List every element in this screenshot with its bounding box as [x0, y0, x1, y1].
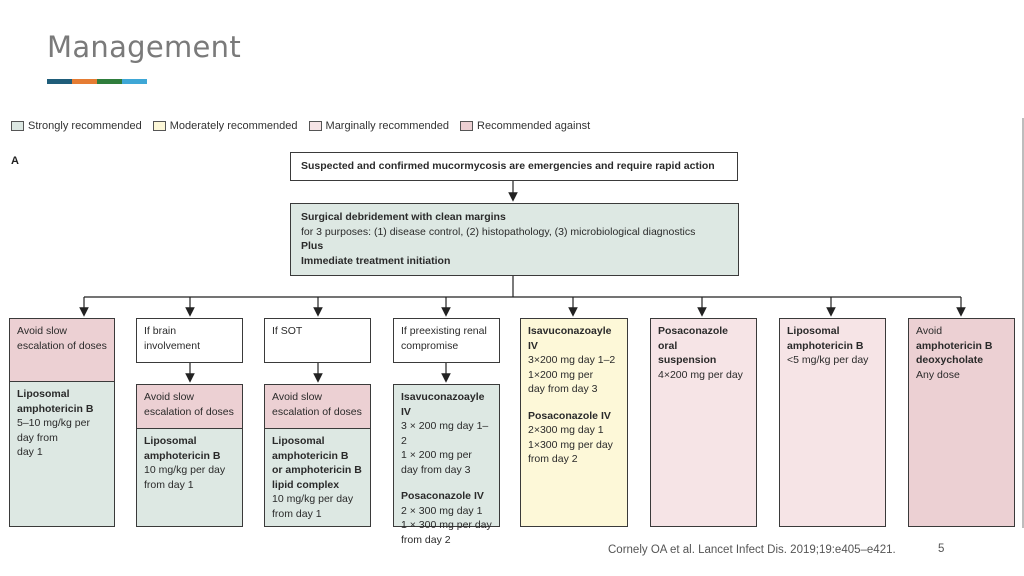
col1-note-box: Avoid slow escalation of doses [9, 318, 115, 382]
legend: Strongly recommended Moderately recommen… [11, 120, 601, 132]
col1-drug-line2: amphotericin B [17, 402, 94, 415]
col5-dose1-line1: 3×200 mg day 1–2 [528, 354, 616, 366]
col2-drug-line1: Liposomal [144, 435, 197, 447]
col5-dose2-line2: 1×300 mg per day [528, 438, 613, 451]
panel-label: A [11, 155, 19, 167]
figure-right-edge [1022, 118, 1024, 528]
col1-note-line2: escalation of doses [17, 339, 107, 352]
legend-swatch-against [460, 121, 474, 131]
col8-drug-box: Avoid amphotericin B deoxycholate Any do… [908, 318, 1015, 527]
col4-drug2: Posaconazole IV [401, 490, 484, 502]
col5-dose1-line3: day from day 3 [528, 383, 598, 395]
col3-drug-line4: lipid complex [272, 478, 340, 491]
col4-dose1-line3: day from day 3 [401, 463, 471, 476]
col6-drug-line1: Posaconazole oral [658, 325, 729, 352]
col8-drug-line1: amphotericin B [916, 339, 993, 352]
col1-drug-box: Liposomal amphotericin B 5–10 mg/kg per … [9, 381, 115, 527]
col8-dose-line1: Any dose [916, 368, 960, 381]
accent-segment-2 [72, 79, 97, 84]
col3-note-line2: escalation of doses [272, 405, 362, 418]
col4-dose2-line2: 1 × 300 mg per day [401, 519, 492, 531]
col3-condition-box: If SOT [264, 318, 371, 363]
col4-condition-box: If preexisting renal compromise [393, 318, 500, 363]
accent-segment-1 [47, 79, 72, 84]
col3-drug-box: Liposomal amphotericin B or amphotericin… [264, 428, 371, 527]
col7-drug-line2: amphotericin B [787, 339, 864, 352]
col5-dose1-line2: 1×200 mg per [528, 368, 594, 381]
surgery-line1: Surgical debridement with clean margins [301, 211, 506, 223]
col2-dose-line1: 10 mg/kg per day [144, 464, 226, 476]
col4-drug1: Isavuconazoayle IV [401, 391, 485, 418]
legend-label-marginally: Marginally recommended [325, 120, 450, 132]
col4-drug-box: Isavuconazoayle IV 3 × 200 mg day 1–2 1 … [393, 384, 500, 546]
title-accent-bar [47, 79, 147, 84]
col3-dose-line2: from day 1 [272, 507, 322, 520]
col6-drug-line2: suspension [658, 354, 717, 366]
col2-note-box: Avoid slow escalation of doses [136, 384, 243, 429]
col1-dose-line1: 5–10 mg/kg per [17, 417, 90, 429]
col2-drug-box: Liposomal amphotericin B 10 mg/kg per da… [136, 428, 243, 527]
col4-condition-line2: compromise [401, 339, 459, 352]
page-number: 5 [938, 543, 945, 555]
col3-note-box: Avoid slow escalation of doses [264, 384, 371, 429]
accent-segment-3 [97, 79, 122, 84]
col1-drug-line1: Liposomal [17, 388, 70, 400]
legend-marginally: Marginally recommended [308, 120, 450, 132]
col4-dose1-line1: 3 × 200 mg day 1–2 [401, 420, 489, 447]
col3-drug-line3: or amphotericin B [272, 464, 362, 476]
legend-swatch-moderately [152, 121, 166, 131]
col1-dose-line3: day 1 [17, 446, 43, 458]
col4-dose2-line3: from day 2 [401, 533, 451, 546]
accent-segment-4 [122, 79, 147, 84]
legend-swatch-strongly [11, 121, 24, 131]
col4-condition-line1: If preexisting renal [401, 325, 487, 337]
col2-condition-line1: If brain [144, 325, 177, 337]
col5-dose2-line1: 2×300 mg day 1 [528, 424, 604, 436]
col2-note-line2: escalation of doses [144, 405, 234, 418]
col7-drug-line1: Liposomal [787, 325, 840, 337]
surgery-box: Surgical debridement with clean margins … [290, 203, 739, 276]
col4-dose1-line2: 1 × 200 mg per [401, 449, 472, 461]
col3-condition-line1: If SOT [272, 325, 303, 337]
surgery-line2: for 3 purposes: (1) disease control, (2)… [301, 225, 696, 238]
col6-dose-line1: 4×200 mg per day [658, 368, 743, 381]
legend-swatch-marginally [308, 121, 322, 131]
legend-against: Recommended against [460, 120, 590, 132]
col4-dose2-line1: 2 × 300 mg day 1 [401, 504, 483, 517]
legend-strongly: Strongly recommended [11, 120, 142, 132]
legend-label-moderately: Moderately recommended [169, 120, 298, 132]
legend-moderately: Moderately recommended [152, 120, 298, 132]
col2-condition-line2: involvement [144, 339, 201, 352]
surgery-line3: Plus [301, 240, 324, 252]
col5-drug2: Posaconazole IV [528, 409, 611, 422]
emergency-text: Suspected and confirmed mucormycosis are… [301, 160, 715, 172]
col3-drug-line2: amphotericin B [272, 449, 349, 462]
col2-dose-line2: from day 1 [144, 478, 194, 491]
col5-drug-box: Isavuconazoayle IV 3×200 mg day 1–2 1×20… [520, 318, 628, 527]
emergency-box: Suspected and confirmed mucormycosis are… [290, 152, 738, 181]
col5-dose2-line3: from day 2 [528, 453, 578, 465]
col7-drug-box: Liposomal amphotericin B <5 mg/kg per da… [779, 318, 886, 527]
col6-drug-box: Posaconazole oral suspension 4×200 mg pe… [650, 318, 757, 527]
surgery-line4: Immediate treatment initiation [301, 254, 451, 267]
col2-note-line1: Avoid slow [144, 391, 194, 403]
citation: Cornely OA et al. Lancet Infect Dis. 201… [608, 544, 896, 556]
legend-label-strongly: Strongly recommended [28, 120, 142, 132]
col3-note-line1: Avoid slow [272, 391, 322, 403]
col1-dose-line2: day from [17, 431, 58, 444]
col3-dose-line1: 10 mg/kg per day [272, 493, 354, 505]
col8-line1: Avoid [916, 325, 943, 337]
col2-condition-box: If brain involvement [136, 318, 243, 363]
col5-drug1: Isavuconazoayle IV [528, 325, 612, 352]
col2-drug-line2: amphotericin B [144, 449, 221, 462]
col1-note-line1: Avoid slow [17, 325, 67, 337]
legend-label-against: Recommended against [477, 120, 591, 132]
col3-drug-line1: Liposomal [272, 435, 325, 447]
slide-title: Management [47, 30, 242, 64]
col8-drug-line2: deoxycholate [916, 354, 984, 366]
col7-dose-line1: <5 mg/kg per day [787, 354, 869, 366]
